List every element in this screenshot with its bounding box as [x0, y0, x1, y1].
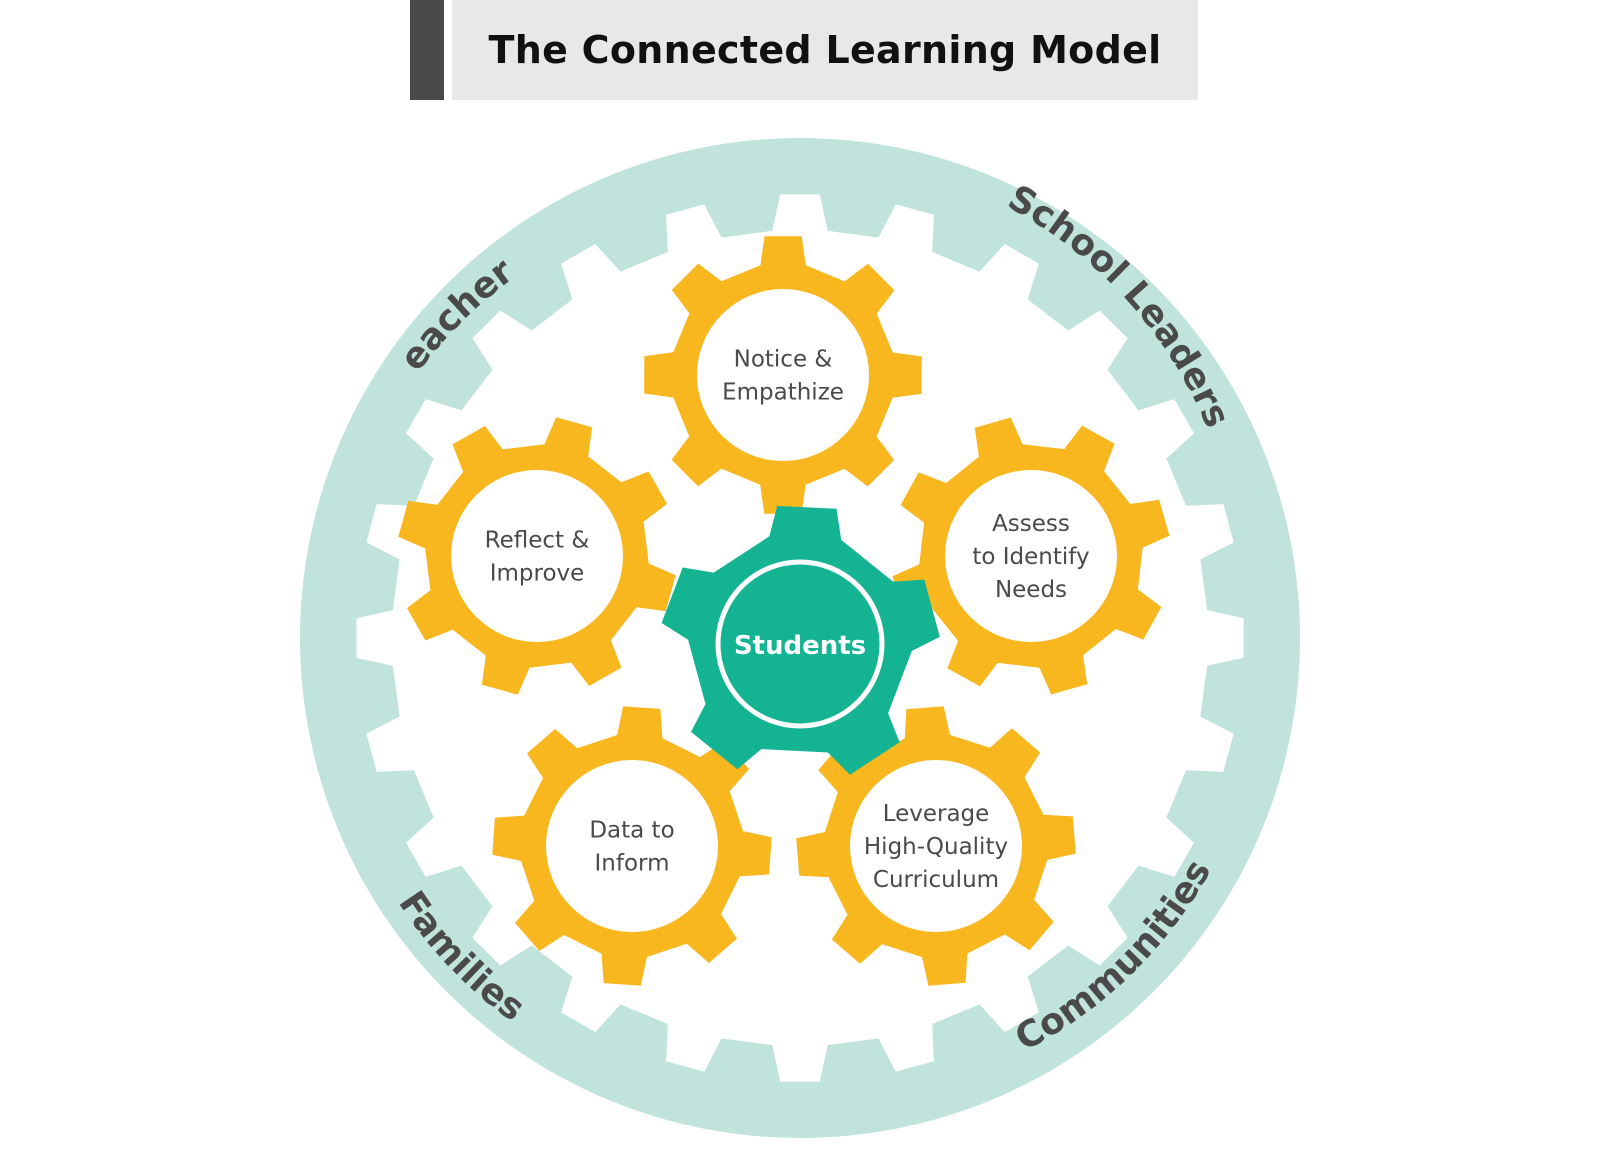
- gear-notice-hub: [697, 289, 869, 461]
- center-gear-label: Students: [734, 631, 866, 661]
- gear-notice-label-line: Notice &: [734, 347, 833, 373]
- gear-leverage-label-line: Leverage: [883, 801, 990, 827]
- center-gear: [661, 505, 940, 775]
- gear-assess-label-line: to Identify: [972, 544, 1089, 570]
- title-box: The Connected Learning Model: [452, 0, 1198, 100]
- gear-assess-label-line: Assess: [992, 511, 1070, 537]
- gear-notice: Notice & Empathize: [644, 236, 922, 514]
- title-banner: The Connected Learning Model: [410, 0, 1198, 100]
- gear-assess-label-line: Needs: [995, 577, 1067, 603]
- gear-assess-hub: [945, 470, 1117, 642]
- diagram-title: The Connected Learning Model: [488, 28, 1162, 72]
- gear-reflect: Reflect & Improve: [398, 417, 676, 695]
- gear-reflect-label-line: Improve: [490, 561, 585, 587]
- gear-data: Data to Inform: [492, 706, 772, 986]
- gear-reflect-label-line: Reflect &: [485, 528, 590, 554]
- gear-data-label-line: Data to: [589, 818, 674, 844]
- gear-notice-label-line: Empathize: [722, 380, 844, 406]
- center-gear-ring: [715, 559, 885, 729]
- gear-data-hub: [546, 760, 718, 932]
- gear-data-label-line: Inform: [595, 851, 670, 877]
- gear-leverage-label-line: Curriculum: [873, 867, 999, 893]
- title-accent-bar: [410, 0, 444, 100]
- gear-leverage-hub: [850, 760, 1022, 932]
- center-gear-group: Students: [661, 505, 940, 775]
- gear-reflect-hub: [451, 470, 623, 642]
- ring-label-teachers: Teachers: [0, 0, 521, 378]
- gear-leverage-label-line: High-Quality: [864, 834, 1008, 860]
